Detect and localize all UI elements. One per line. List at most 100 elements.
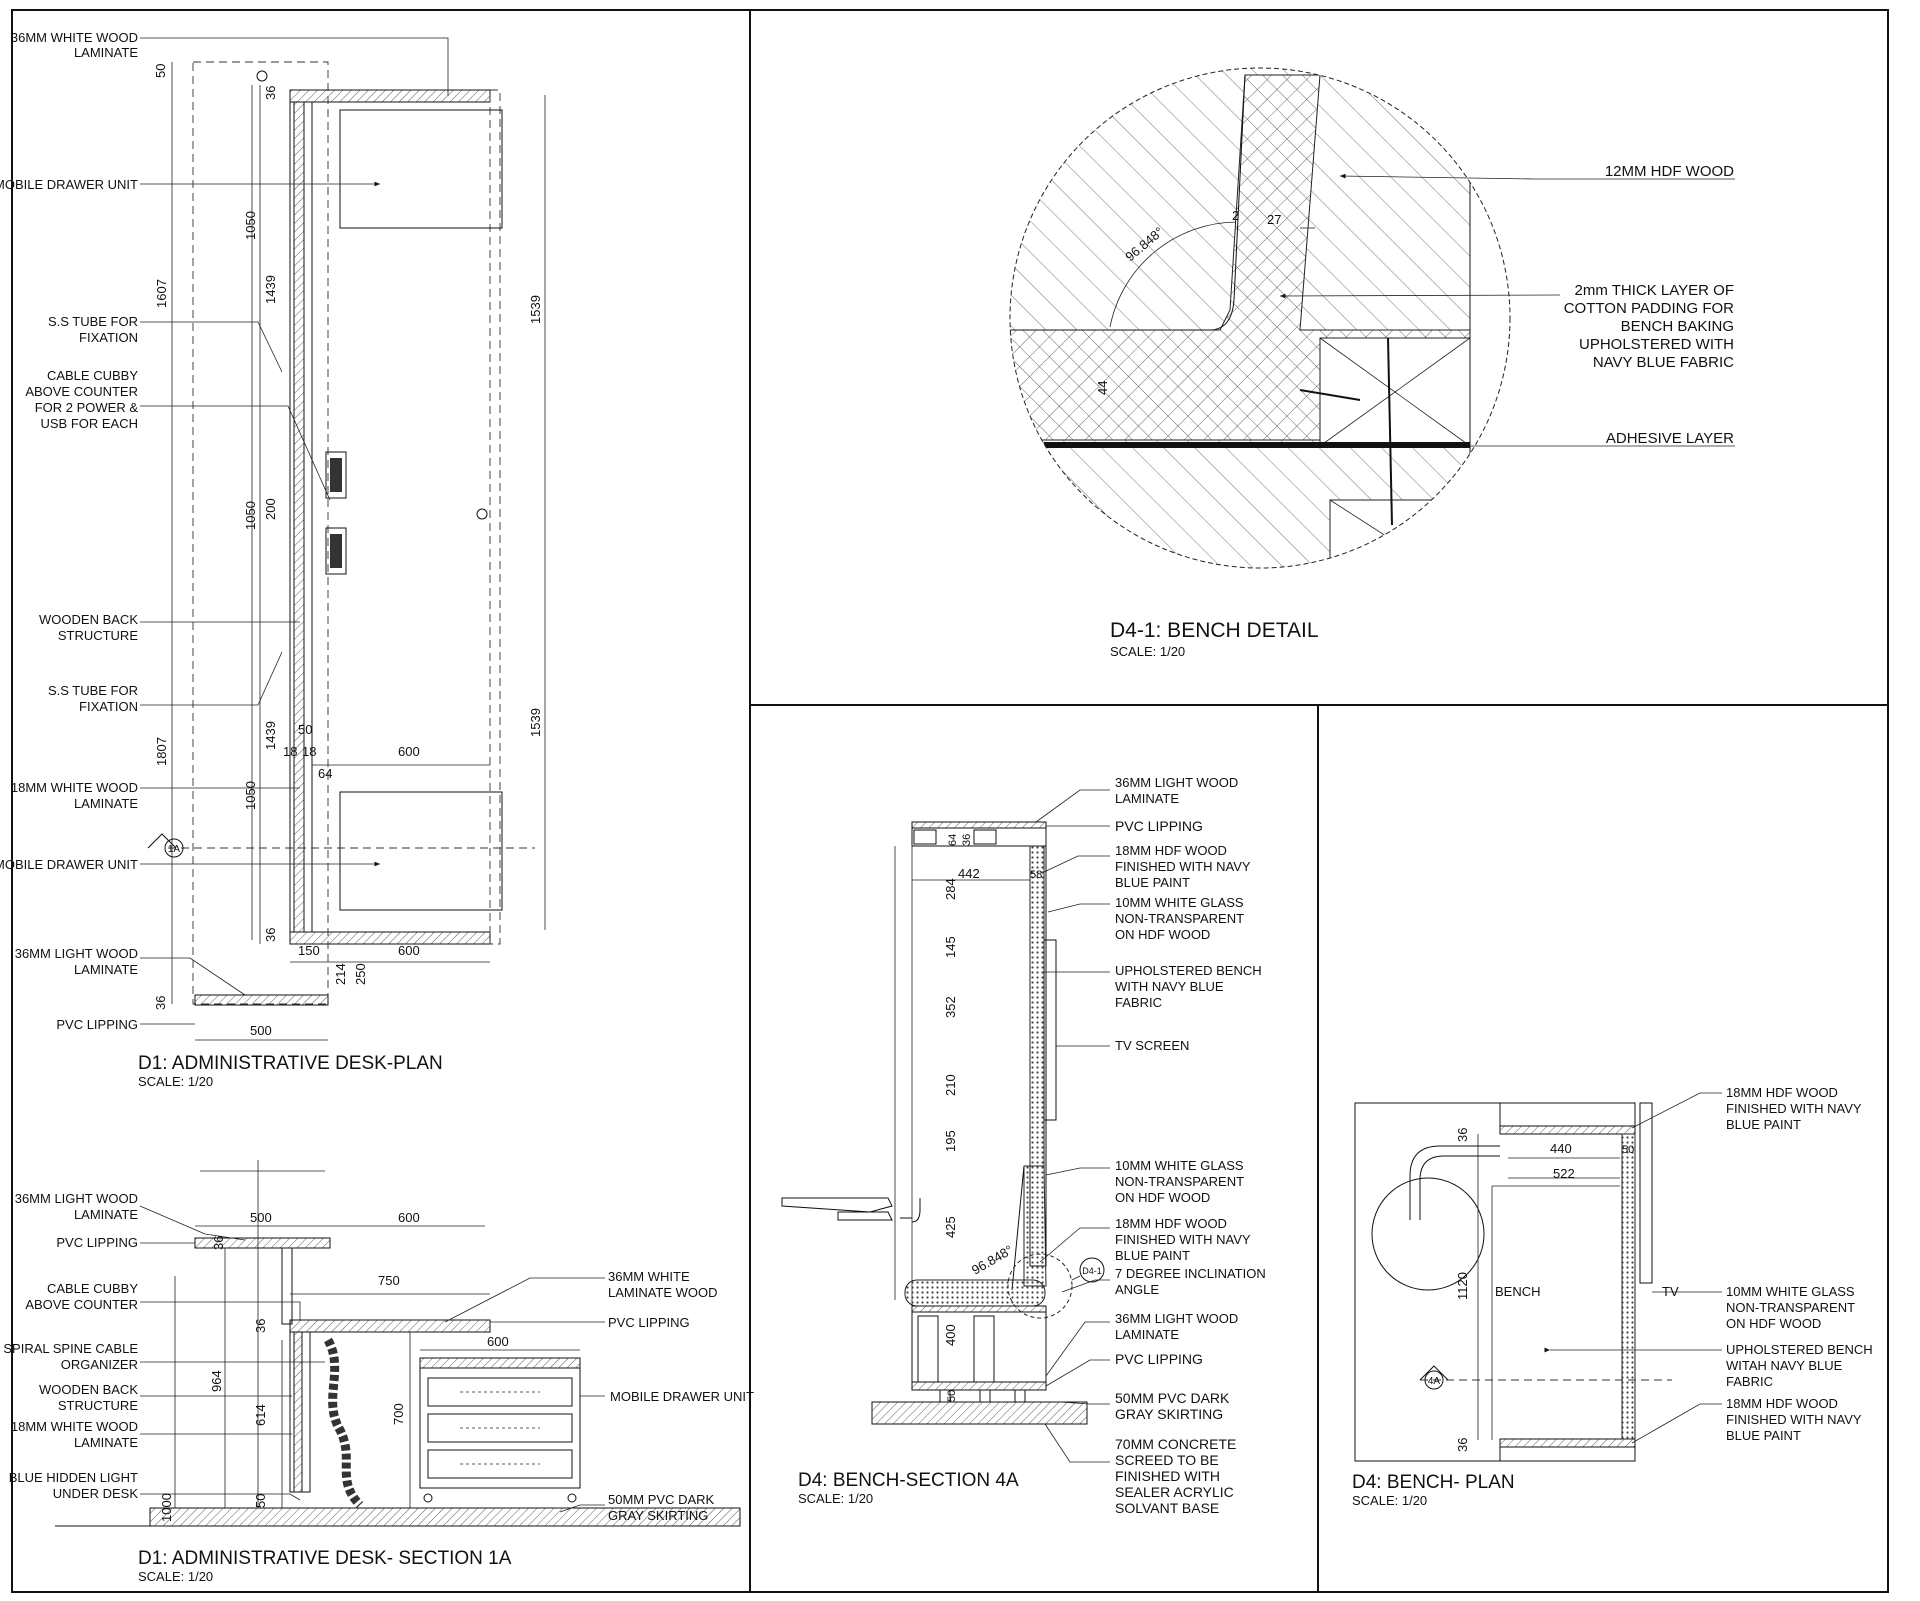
label: MOBILE DRAWER UNIT	[0, 177, 138, 192]
label: 18MM HDF WOOD	[1726, 1396, 1838, 1411]
dim: 44	[1095, 381, 1110, 395]
d1-section-dimensions: 500 600 36 750 36 600 964 614 700 50 100…	[159, 1210, 509, 1522]
detail-marker-label: D4-1	[1082, 1266, 1102, 1276]
d4-plan-leaders	[1620, 1092, 1722, 1444]
d1-plan-title-block: D1: ADMINISTRATIVE DESK-PLAN SCALE: 1/20	[138, 1053, 443, 1089]
label: WOODEN BACK	[39, 612, 138, 627]
dim: 18	[302, 744, 316, 759]
dim: 400	[943, 1324, 958, 1346]
drawing-title: D1: ADMINISTRATIVE DESK- SECTION 1A	[138, 1548, 512, 1569]
label: PVC LIPPING	[1115, 818, 1203, 834]
d4-section-leaders	[1035, 789, 1110, 1463]
label: LAMINATE	[74, 796, 138, 811]
dim: 600	[398, 943, 420, 958]
label: NAVY BLUE FABRIC	[1593, 354, 1734, 371]
dim: 500	[250, 1023, 272, 1038]
label: 12MM HDF WOOD	[1605, 163, 1734, 180]
dim: 36	[263, 928, 278, 942]
dim: 1439	[263, 275, 278, 304]
dim: 64	[947, 834, 959, 846]
dim: 27	[1267, 212, 1281, 227]
label: 18MM HDF WOOD	[1726, 1085, 1838, 1100]
dim: 442	[958, 866, 980, 881]
label: FINISHED WITH NAVY	[1115, 859, 1251, 874]
dim: 145	[943, 936, 958, 958]
dim: 50	[1622, 1144, 1634, 1156]
drawing-scale: SCALE: 1/20	[1352, 1493, 1427, 1508]
dim: 36	[253, 1319, 268, 1333]
d1-plan-dimensions: 50 36 1050 1607 1439 1050 200 1539 1539 …	[153, 64, 543, 1038]
label: ON HDF WOOD	[1115, 1190, 1210, 1205]
dim: 440	[1550, 1141, 1572, 1156]
label: FIXATION	[79, 699, 138, 714]
d1-section-title-block: D1: ADMINISTRATIVE DESK- SECTION 1A SCAL…	[138, 1548, 512, 1584]
dim: 1439	[263, 721, 278, 750]
dim: 2	[1232, 208, 1239, 223]
label: UNDER DESK	[53, 1486, 139, 1501]
label: 36MM LIGHT WOOD	[15, 946, 138, 961]
dim: 50	[253, 1494, 268, 1508]
label: ADHESIVE LAYER	[1606, 430, 1734, 447]
label: 36MM LIGHT WOOD	[1115, 775, 1238, 790]
label: 36MM WHITE	[608, 1269, 690, 1284]
d1-section-drawing	[55, 1160, 741, 1527]
dim: 284	[943, 878, 958, 900]
dim: 58	[1030, 869, 1042, 881]
label: ORGANIZER	[61, 1357, 138, 1372]
label: ABOVE COUNTER	[25, 1297, 138, 1312]
dim: 36	[263, 86, 278, 100]
dim: 36	[1455, 1128, 1470, 1142]
label: GRAY SKIRTING	[608, 1508, 708, 1523]
label: S.S TUBE FOR	[48, 314, 138, 329]
dim: 1050	[243, 501, 258, 530]
label: FIXATION	[79, 330, 138, 345]
dim: 36	[211, 1236, 226, 1250]
label: UPHOLSTERED WITH	[1579, 336, 1734, 353]
label: ABOVE COUNTER	[25, 384, 138, 399]
drawing-title: D4: BENCH-SECTION 4A	[798, 1470, 1019, 1491]
section-marker-label: 4A	[1428, 1376, 1441, 1387]
label: USB FOR EACH	[40, 416, 138, 431]
dim: 600	[398, 1210, 420, 1225]
label: BLUE HIDDEN LIGHT	[9, 1470, 138, 1485]
d4-section-dimensions: 64 36 442 58 284 145 352 210 195 425 400…	[943, 834, 1042, 1402]
label: ON HDF WOOD	[1115, 927, 1210, 942]
label: PVC LIPPING	[608, 1315, 690, 1330]
dim: 1120	[1455, 1272, 1470, 1300]
label: LAMINATE WOOD	[608, 1285, 718, 1300]
label: SEALER ACRYLIC	[1115, 1484, 1234, 1500]
label: 18MM WHITE WOOD	[11, 780, 138, 795]
dim: 1539	[528, 708, 543, 737]
label: FABRIC	[1115, 995, 1162, 1010]
d4-plan-dimensions: 36 440 50 522 1120 36	[1455, 1128, 1634, 1452]
label: PVC LIPPING	[56, 1017, 138, 1032]
label: PVC LIPPING	[56, 1235, 138, 1250]
label: 10MM WHITE GLASS	[1115, 895, 1244, 910]
label: 10MM WHITE GLASS	[1115, 1158, 1244, 1173]
label: 2mm THICK LAYER OF	[1575, 282, 1734, 299]
label: 50MM PVC DARK	[1115, 1390, 1230, 1406]
dim: 150	[298, 943, 320, 958]
dim: 210	[943, 1074, 958, 1096]
dim: 1000	[159, 1493, 174, 1522]
label: SOLVANT BASE	[1115, 1500, 1219, 1516]
dim: 425	[943, 1216, 958, 1238]
label: STRUCTURE	[58, 628, 138, 643]
drawing-scale: SCALE: 1/20	[1110, 644, 1185, 659]
label: FINISHED WITH	[1115, 1468, 1220, 1484]
label: WOODEN BACK	[39, 1382, 138, 1397]
dim: 36	[961, 834, 973, 846]
label: CABLE CUBBY	[47, 368, 138, 383]
dim: 1807	[154, 737, 169, 766]
label: 7 DEGREE INCLINATION	[1115, 1266, 1266, 1281]
dim: 750	[378, 1273, 400, 1288]
dim: 1050	[243, 211, 258, 240]
dim: 50	[153, 64, 168, 78]
label: PVC LIPPING	[1115, 1351, 1203, 1367]
drawing-title: D4: BENCH- PLAN	[1352, 1472, 1515, 1493]
label: 36MM LIGHT WOOD	[1115, 1311, 1238, 1326]
d4-1-drawing	[1009, 67, 1511, 569]
dim: 250	[353, 963, 368, 985]
drawing-scale: SCALE: 1/20	[798, 1491, 873, 1506]
d1-plan-leaders	[140, 37, 449, 1025]
